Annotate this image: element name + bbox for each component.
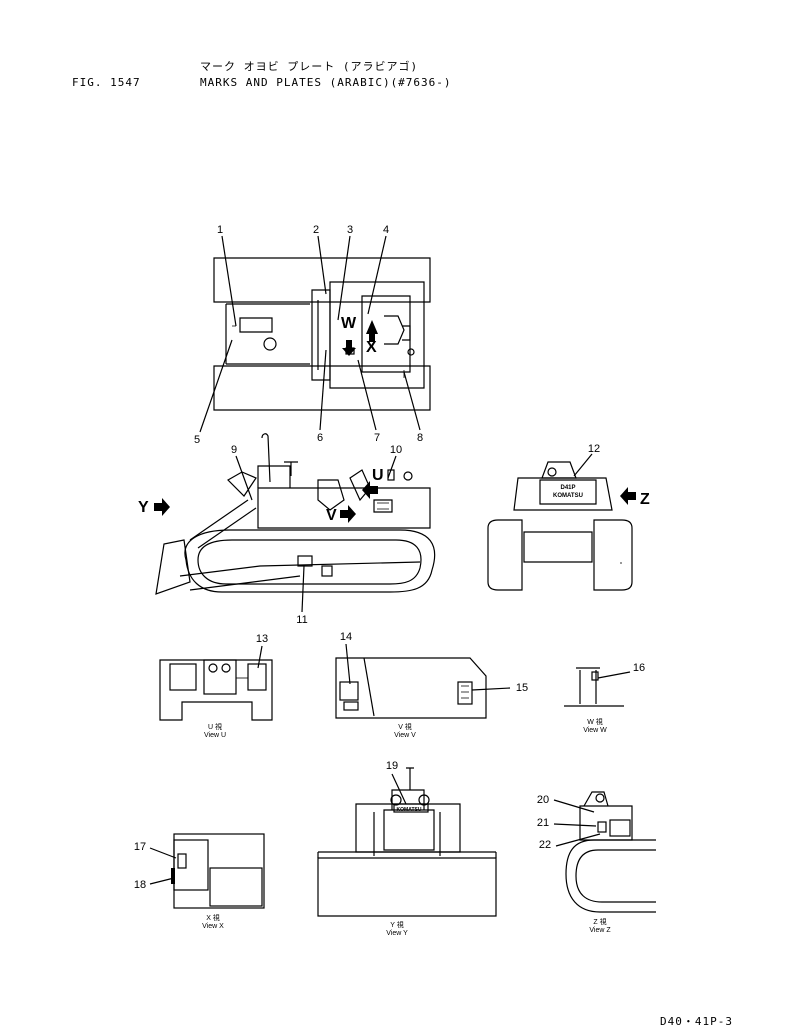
view-x-caption-jp: X 視 xyxy=(206,915,220,922)
view-x-drawing xyxy=(171,833,265,909)
plate-model: D41P xyxy=(560,485,576,491)
rear-view-drawing xyxy=(487,461,636,591)
view-letter-v: V xyxy=(326,507,337,524)
view-z-caption-jp: Z 視 xyxy=(593,919,607,926)
view-v-drawing xyxy=(335,657,487,719)
view-v-caption: View V xyxy=(394,732,416,739)
callout-17: 17 xyxy=(133,841,147,853)
page-code: D40・41P-3 xyxy=(660,1015,733,1028)
view-w-caption: View W xyxy=(583,727,607,734)
callout-12: 12 xyxy=(587,443,601,455)
view-w-drawing xyxy=(564,667,624,707)
view-u-caption-jp: U 視 xyxy=(208,724,222,731)
callout-13: 13 xyxy=(255,633,269,645)
callout-20: 20 xyxy=(536,794,550,806)
callout-4: 4 xyxy=(382,224,390,236)
callout-21: 21 xyxy=(536,817,550,829)
figure-number: FIG. 1547 xyxy=(72,76,141,89)
callout-7: 7 xyxy=(373,432,381,444)
callout-15: 15 xyxy=(515,682,529,694)
callout-16: 16 xyxy=(632,662,646,674)
callout-2: 2 xyxy=(312,224,320,236)
callout-3: 3 xyxy=(346,224,354,236)
view-v-caption-jp: V 視 xyxy=(398,724,412,731)
view-letter-w: W xyxy=(341,315,357,332)
callout-5: 5 xyxy=(193,434,201,446)
view-u-drawing xyxy=(159,659,273,721)
callout-18: 18 xyxy=(133,879,147,891)
figure-title: MARKS AND PLATES (ARABIC)(#7636-) xyxy=(200,76,452,89)
view-w-caption-jp: W 視 xyxy=(587,719,603,726)
plate-brand: KOMATSU xyxy=(553,493,583,499)
callout-8: 8 xyxy=(416,432,424,444)
callout-9: 9 xyxy=(230,444,238,456)
top-view-drawing xyxy=(213,257,431,411)
plate-brand-front: KOMATSU xyxy=(396,807,422,813)
view-letter-x: X xyxy=(366,339,377,356)
callout-19: 19 xyxy=(385,760,399,772)
side-view-drawing xyxy=(154,433,436,595)
callout-22: 22 xyxy=(538,839,552,851)
leader-lines xyxy=(149,235,631,885)
callout-11: 11 xyxy=(296,614,308,626)
title-japanese: マーク オヨビ プレート (アラビアゴ) xyxy=(200,60,419,73)
callout-6: 6 xyxy=(316,432,324,444)
view-letter-u: U xyxy=(372,467,384,484)
view-z-caption: View Z xyxy=(589,927,611,934)
view-x-caption: View X xyxy=(202,923,224,930)
callout-1: 1 xyxy=(216,224,224,236)
view-letter-z: Z xyxy=(640,491,650,508)
callout-14: 14 xyxy=(339,631,353,643)
view-letter-y: Y xyxy=(138,499,149,516)
view-z-drawing xyxy=(565,791,656,913)
view-u-caption: View U xyxy=(203,732,227,739)
callout-10: 10 xyxy=(389,444,403,456)
view-y-caption-jp: Y 視 xyxy=(390,922,404,929)
view-y-drawing xyxy=(317,767,497,917)
view-y-caption: View Y xyxy=(386,930,408,937)
